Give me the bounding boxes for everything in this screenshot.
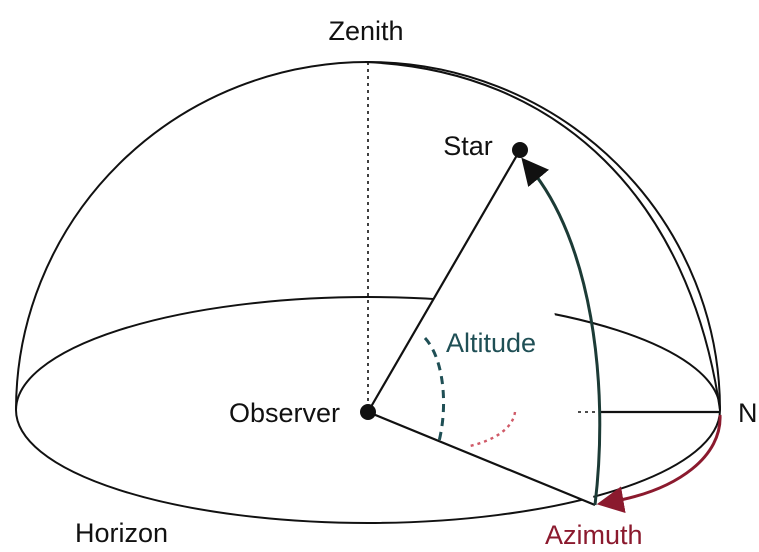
azimuth-label: Azimuth xyxy=(545,520,643,550)
observer-label: Observer xyxy=(229,398,340,428)
horizon-ellipse-front xyxy=(15,409,721,524)
horizon-ellipse-back xyxy=(15,296,721,411)
azimuth-arc xyxy=(596,414,722,514)
star-point xyxy=(512,142,528,158)
star-label: Star xyxy=(443,131,493,161)
meridian-arc xyxy=(364,61,721,411)
observer-foot-line xyxy=(367,410,596,507)
altitude-label: Altitude xyxy=(446,328,536,358)
observer-star-line xyxy=(367,149,521,413)
north-label: N xyxy=(738,398,758,428)
star-vertical-arc xyxy=(521,157,602,506)
horizon-label: Horizon xyxy=(75,518,168,548)
observer-point xyxy=(360,404,376,420)
zenith-label: Zenith xyxy=(328,16,403,46)
star-plane-fill xyxy=(368,150,595,505)
altitude-angle-arc xyxy=(423,336,446,446)
